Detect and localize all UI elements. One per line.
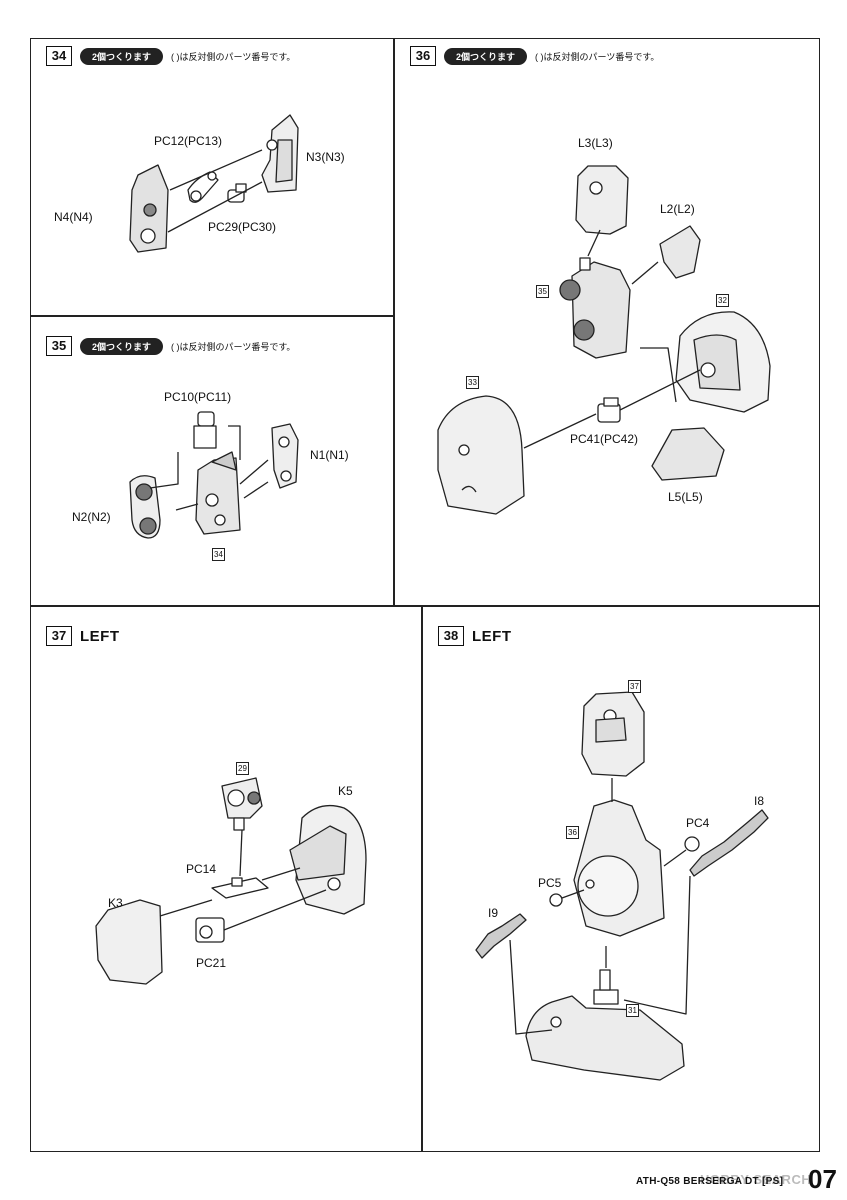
label-i9: I9 — [488, 906, 499, 920]
label-pc12: PC12(PC13) — [154, 134, 223, 148]
label-n1: N1(N1) — [310, 448, 349, 462]
part-34-sub-drawing — [195, 451, 241, 535]
label-pc29: PC29(PC30) — [208, 220, 277, 234]
part-l2-drawing — [659, 225, 701, 279]
step-34-header: 34 2個つくります ( )は反対側のパーツ番号です。 — [46, 46, 295, 66]
panel-35-frame — [30, 316, 394, 606]
label-i8: I8 — [754, 794, 765, 808]
label-k5: K5 — [338, 784, 353, 798]
part-32-drawing — [675, 311, 771, 413]
step-37-header: 37 LEFT — [46, 626, 120, 646]
part-i9-drawing — [475, 913, 527, 959]
part-33-drawing — [437, 395, 525, 515]
ref-box-31: 31 — [626, 1004, 639, 1017]
step-number: 37 — [46, 626, 72, 646]
part-n2-drawing — [129, 475, 161, 539]
step-38-header: 38 LEFT — [438, 626, 512, 646]
part-pc14-drawing — [211, 877, 269, 899]
ref-box-34: 34 — [212, 548, 225, 561]
part-pc12-drawing — [187, 171, 219, 203]
label-pc21: PC21 — [196, 956, 227, 970]
ref-box-35: 35 — [536, 285, 549, 298]
part-pc21-drawing — [195, 917, 225, 943]
make-two-badge: 2個つくります — [444, 47, 528, 65]
part-l5-drawing — [651, 427, 725, 481]
label-l3: L3(L3) — [578, 136, 613, 150]
footer-model-title: ATH-Q58 BERSERGA DT [PS] — [636, 1176, 784, 1187]
label-n4: N4(N4) — [54, 210, 93, 224]
make-two-badge: 2個つくります — [80, 47, 164, 65]
step-number: 35 — [46, 336, 72, 356]
part-29-sub-drawing — [221, 777, 263, 831]
opposite-side-note: ( )は反対側のパーツ番号です。 — [171, 341, 296, 352]
part-37-sub-drawing — [581, 691, 645, 777]
label-l5: L5(L5) — [668, 490, 703, 504]
ref-box-29: 29 — [236, 762, 249, 775]
label-n3: N3(N3) — [306, 150, 345, 164]
opposite-side-note: ( )は反対側のパーツ番号です。 — [171, 51, 296, 62]
part-n1-drawing — [271, 423, 299, 489]
part-pc5-drawing — [549, 893, 563, 907]
side-label: LEFT — [472, 627, 512, 645]
label-pc4: PC4 — [686, 816, 710, 830]
step-number: 36 — [410, 46, 436, 66]
side-label: LEFT — [80, 627, 120, 645]
panel-37-frame — [30, 606, 422, 1152]
label-pc10: PC10(PC11) — [164, 390, 232, 404]
step-36-header: 36 2個つくります ( )は反対側のパーツ番号です。 — [410, 46, 659, 66]
ref-box-32: 32 — [716, 294, 729, 307]
ref-box-36: 36 — [566, 826, 579, 839]
label-pc5: PC5 — [538, 876, 562, 890]
panel-36-frame — [394, 38, 820, 606]
ref-box-33: 33 — [466, 376, 479, 389]
ref-box-37: 37 — [628, 680, 641, 693]
part-35-sub-drawing — [559, 257, 631, 359]
label-k3: K3 — [108, 896, 123, 910]
step-35-header: 35 2個つくります ( )は反対側のパーツ番号です。 — [46, 336, 295, 356]
label-n2: N2(N2) — [72, 510, 111, 524]
part-l3-drawing — [575, 165, 629, 235]
part-pc10-drawing — [193, 411, 217, 449]
part-pc4-drawing — [684, 836, 700, 852]
label-pc14: PC14 — [186, 862, 217, 876]
part-n4-drawing — [129, 164, 169, 253]
part-n3-drawing — [261, 114, 299, 193]
page-number: 07 — [808, 1164, 837, 1194]
panel-38-frame — [422, 606, 820, 1152]
label-pc41: PC41(PC42) — [570, 432, 639, 446]
step-number: 38 — [438, 626, 464, 646]
label-l2: L2(L2) — [660, 202, 695, 216]
part-31-sub-drawing — [525, 969, 685, 1081]
watermark-logo: HOBBY SEARCH — [700, 1172, 812, 1187]
part-k5-drawing — [289, 804, 367, 915]
step-number: 34 — [46, 46, 72, 66]
part-36-sub-drawing — [573, 799, 665, 937]
part-i8-drawing — [689, 809, 769, 877]
make-two-badge: 2個つくります — [80, 337, 164, 355]
part-pc41-drawing — [597, 397, 621, 423]
panel-34-frame — [30, 38, 394, 316]
part-k3-drawing — [95, 899, 163, 985]
opposite-side-note: ( )は反対側のパーツ番号です。 — [535, 51, 660, 62]
